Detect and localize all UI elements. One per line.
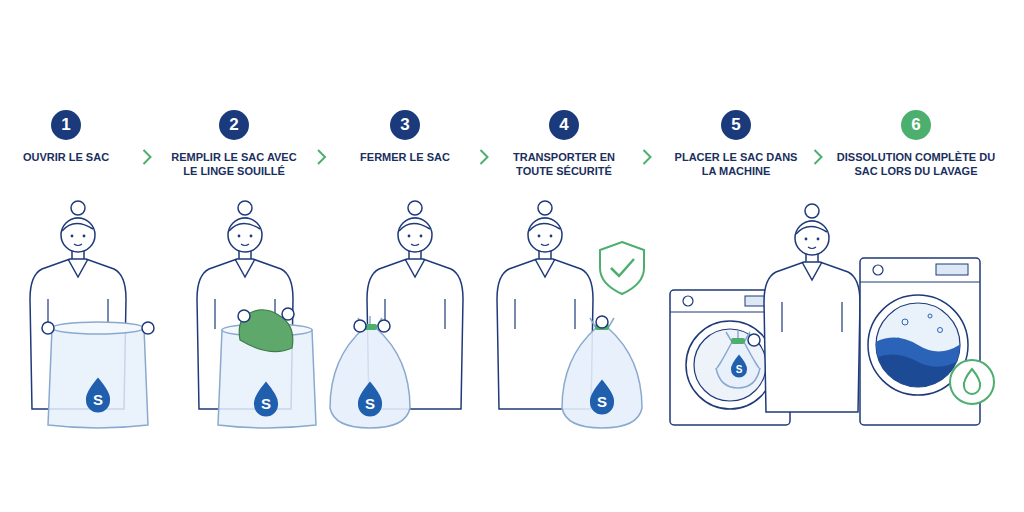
step-number: 3 xyxy=(390,110,420,140)
chevron-head xyxy=(144,150,151,164)
step-box: 2REMPLIR LE SAC AVEC LE LINGE SOUILLÉ xyxy=(164,110,304,178)
step-chevron xyxy=(318,150,325,164)
step-number: 4 xyxy=(549,110,579,140)
step-chevron xyxy=(644,150,651,164)
step-caption: REMPLIR LE SAC AVEC LE LINGE SOUILLÉ xyxy=(164,150,304,178)
step-box: 1OUVRIR LE SAC xyxy=(1,110,131,164)
step-chevron xyxy=(481,150,488,164)
step-box: 5PLACER LE SAC DANS LA MACHINE xyxy=(666,110,806,178)
step-number: 2 xyxy=(219,110,249,140)
chevron-head xyxy=(815,150,822,164)
step-number: 6 xyxy=(901,110,931,140)
step-box: 6DISSOLUTION COMPLÈTE DU SAC LORS DU LAV… xyxy=(831,110,1001,178)
bag-logo-letter: S xyxy=(729,364,749,376)
step-box: 3FERMER LE SAC xyxy=(340,110,470,164)
step-caption: OUVRIR LE SAC xyxy=(1,150,131,164)
step-caption: FERMER LE SAC xyxy=(340,150,470,164)
step-number: 1 xyxy=(51,110,81,140)
step-number: 5 xyxy=(721,110,751,140)
step-caption: DISSOLUTION COMPLÈTE DU SAC LORS DU LAVA… xyxy=(831,150,1001,178)
step-chevron xyxy=(144,150,151,164)
step-box: 4TRANSPORTER EN TOUTE SÉCURITÉ xyxy=(499,110,629,178)
bag-logo-letter: S xyxy=(592,394,612,410)
step-caption: TRANSPORTER EN TOUTE SÉCURITÉ xyxy=(499,150,629,178)
bag-logo-letter: S xyxy=(256,396,276,412)
chevron-head xyxy=(481,150,488,164)
bag-logo-letter: S xyxy=(88,392,108,408)
chevron-head xyxy=(644,150,651,164)
step-caption: PLACER LE SAC DANS LA MACHINE xyxy=(666,150,806,178)
bag-logo-letter: S xyxy=(360,396,380,412)
chevron-head xyxy=(318,150,325,164)
step-chevron xyxy=(815,150,822,164)
